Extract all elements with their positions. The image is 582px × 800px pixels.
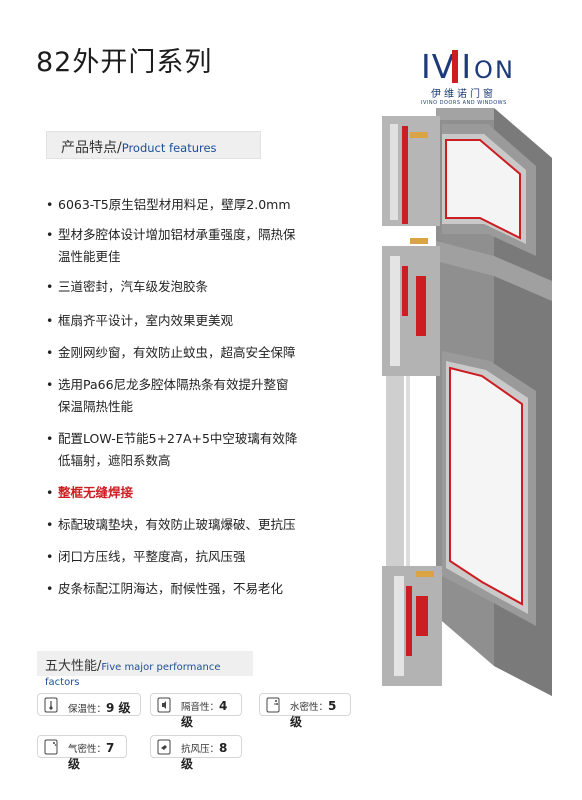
performance-label: 保温性：9 级: [68, 701, 131, 715]
feature-item: •三道密封，汽车级发泡胶条: [46, 279, 209, 294]
sound-icon: [157, 697, 171, 713]
performance-label: 气密性：7 级: [68, 741, 115, 771]
performance-badge-insulation: 保温性：9 级: [37, 693, 141, 716]
air-icon: [44, 739, 58, 755]
water-drop-icon: [266, 697, 280, 713]
logo-mark: I V I ON: [421, 47, 541, 86]
logo-letter-i2: I: [461, 47, 473, 86]
feature-item: •闭口方压线，平整度高，抗风压强: [46, 549, 246, 564]
logo-english-name: IVINO DOORS AND WINDOWS: [421, 100, 507, 106]
logo-letter-i: I: [421, 47, 432, 86]
feature-item: •型材多腔体设计增加铝材承重强度，隔热保温性能更佳: [46, 227, 296, 264]
feature-item: •6063-T5原生铝型材用料足，壁厚2.0mm: [46, 197, 291, 212]
wind-icon: [157, 739, 171, 755]
features-section-title: 产品特点/Product features: [61, 140, 217, 156]
feature-item: •配置LOW-E节能5+27A+5中空玻璃有效降低辐射，遮阳系数高: [46, 431, 298, 468]
logo-letters-on: ON: [474, 56, 515, 84]
performance-badge-water: 水密性：5 级: [259, 693, 351, 729]
feature-item: •标配玻璃垫块，有效防止玻璃爆破、更抗压: [46, 517, 296, 532]
feature-item-highlight: •整框无缝焊接: [46, 485, 134, 500]
performance-label: 水密性：5 级: [290, 699, 337, 729]
performance-section-header: 五大性能/Five major performance factors: [37, 651, 253, 688]
logo-chinese-name: 伊维诺门窗: [431, 89, 496, 100]
logo-letter-v: V: [432, 50, 458, 84]
performance-badge-air: 气密性：7 级: [37, 735, 127, 771]
door-window-cross-section-illustration: [382, 108, 552, 696]
performance-section-title: 五大性能/Five major performance factors: [45, 659, 221, 688]
feature-item: •选用Pa66尼龙多腔体隔热条有效提升整窗保温隔热性能: [46, 377, 289, 414]
feature-item: •框扇齐平设计，室内效果更美观: [46, 313, 234, 328]
thermometer-icon: [44, 697, 58, 713]
performance-label: 抗风压：8 级: [181, 741, 228, 771]
brand-logo: I V I ON 伊维诺门窗 IVINO DOORS AND WINDOWS: [421, 47, 541, 107]
features-section-header: 产品特点/Product features: [46, 131, 261, 159]
feature-item: •皮条标配江阴海达，耐候性强，不易老化: [46, 581, 284, 596]
page-title: 82外开门系列: [36, 47, 213, 78]
performance-badge-wind: 抗风压：8 级: [150, 735, 242, 771]
performance-label: 隔音性：4 级: [181, 699, 228, 729]
performance-badge-sound: 隔音性：4 级: [150, 693, 242, 729]
feature-item: •金刚网纱窗，有效防止蚊虫，超高安全保障: [46, 345, 296, 360]
logo-red-bar: [451, 50, 458, 83]
